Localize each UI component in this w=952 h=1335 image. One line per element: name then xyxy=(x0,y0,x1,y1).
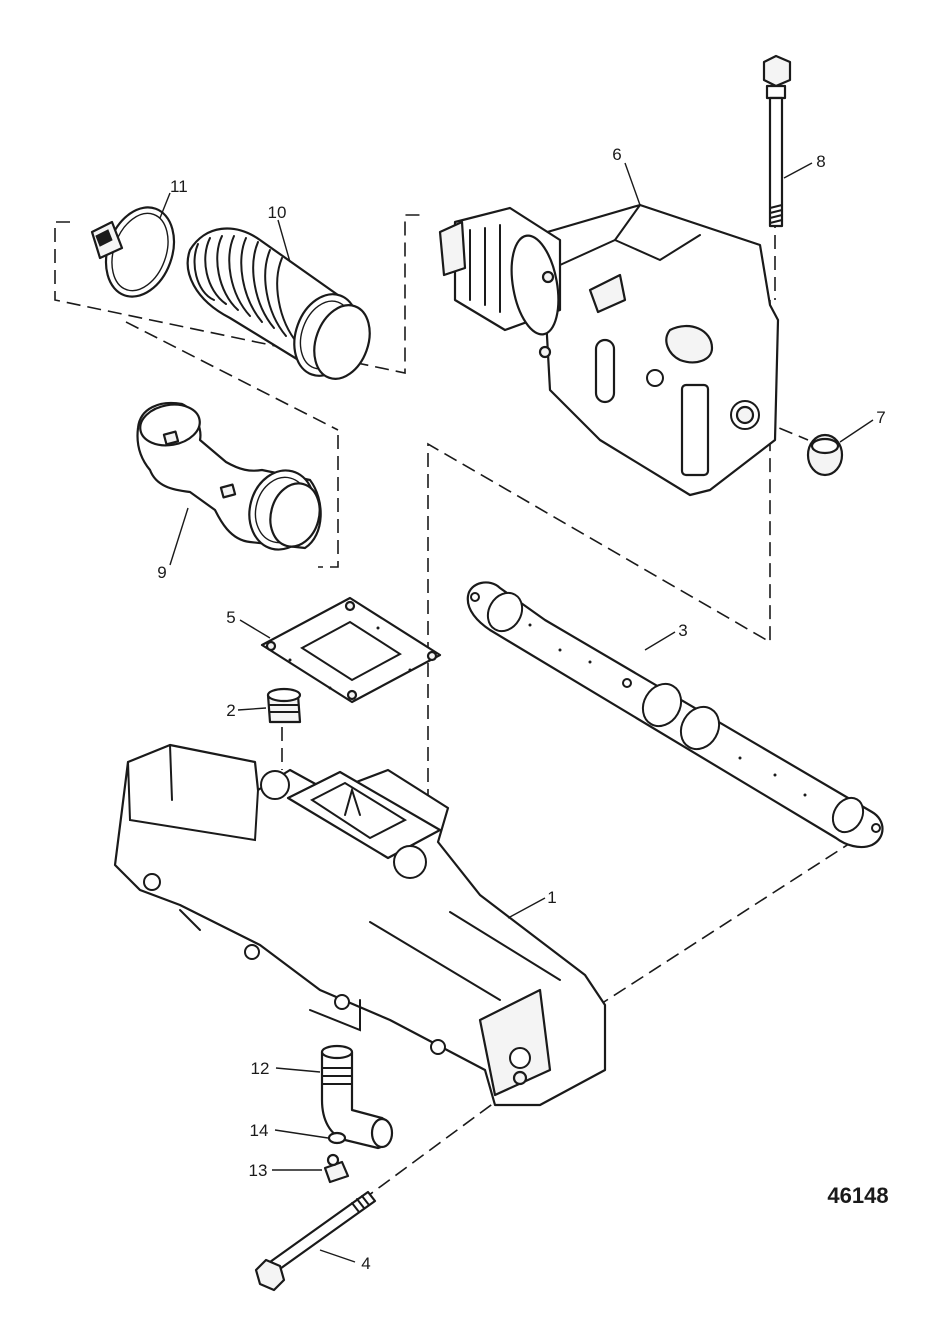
square-gasket-part-5 xyxy=(260,596,442,704)
callout-4: 4 xyxy=(361,1254,370,1273)
callout-2: 2 xyxy=(226,701,235,720)
plug-part-2 xyxy=(266,687,302,724)
exhaust-manifold-part-1 xyxy=(113,743,607,1107)
drain-fitting-part-13 xyxy=(323,1153,350,1184)
callout-6: 6 xyxy=(612,145,621,164)
pipe-plug-part-7 xyxy=(806,433,844,477)
callout-12: 12 xyxy=(251,1059,270,1078)
exhaust-riser-part-6 xyxy=(438,203,780,497)
callout-3: 3 xyxy=(678,621,687,640)
callout-14: 14 xyxy=(250,1121,269,1140)
callout-11: 11 xyxy=(170,177,188,196)
exhaust-elbow-part-9 xyxy=(136,402,322,551)
elbow-fitting-part-12 xyxy=(320,1044,394,1150)
figure-id: 46148 xyxy=(827,1183,888,1208)
callout-13: 13 xyxy=(249,1161,268,1180)
callout-7: 7 xyxy=(876,408,885,427)
callout-10: 10 xyxy=(268,203,287,222)
bolt-part-4 xyxy=(254,1190,377,1292)
callout-1: 1 xyxy=(547,888,556,907)
o-ring-part-14 xyxy=(327,1131,347,1145)
manifold-gasket-part-3 xyxy=(466,581,884,849)
callout-leaders xyxy=(159,162,874,1263)
exhaust-hose-part-10 xyxy=(186,227,371,380)
callout-9: 9 xyxy=(157,563,166,582)
callout-5: 5 xyxy=(226,608,235,627)
callout-labels: 11 10 6 8 7 9 5 3 2 1 12 14 13 4 xyxy=(157,145,885,1273)
bolt-part-8 xyxy=(762,54,792,228)
callout-8: 8 xyxy=(816,152,825,171)
hose-clamp-part-11 xyxy=(90,206,176,298)
